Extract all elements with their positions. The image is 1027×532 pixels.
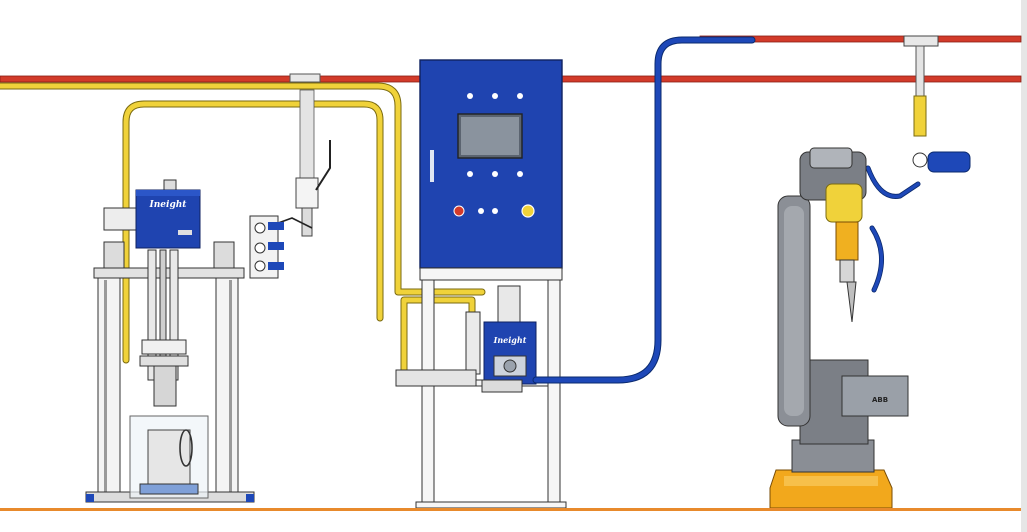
cabinet-door-handle	[430, 150, 434, 182]
robot-base-label: ABB	[872, 396, 888, 404]
cabinet-indicator-lights	[467, 93, 523, 214]
selector-switch	[521, 204, 535, 218]
air-drop-pump	[269, 73, 331, 237]
drum-pump-station	[85, 207, 255, 503]
air-filter-regulator	[927, 151, 971, 173]
blue-material-hose	[532, 36, 921, 384]
right-border	[1021, 0, 1027, 532]
pump-brand-label: Ineight	[149, 200, 188, 210]
floor-line	[0, 508, 1021, 511]
control-cabinet	[419, 59, 563, 269]
dosing-unit: Ineight	[395, 285, 537, 393]
yellow-material-hose	[0, 82, 486, 384]
industrial-robot: ABB	[769, 147, 909, 509]
pump-air-motor: Ineight	[135, 179, 201, 249]
pump-regulators	[249, 215, 284, 279]
emergency-stop-button	[453, 205, 465, 217]
air-drop-robot	[903, 35, 971, 173]
dosing-brand-label: Ineight	[493, 335, 527, 345]
